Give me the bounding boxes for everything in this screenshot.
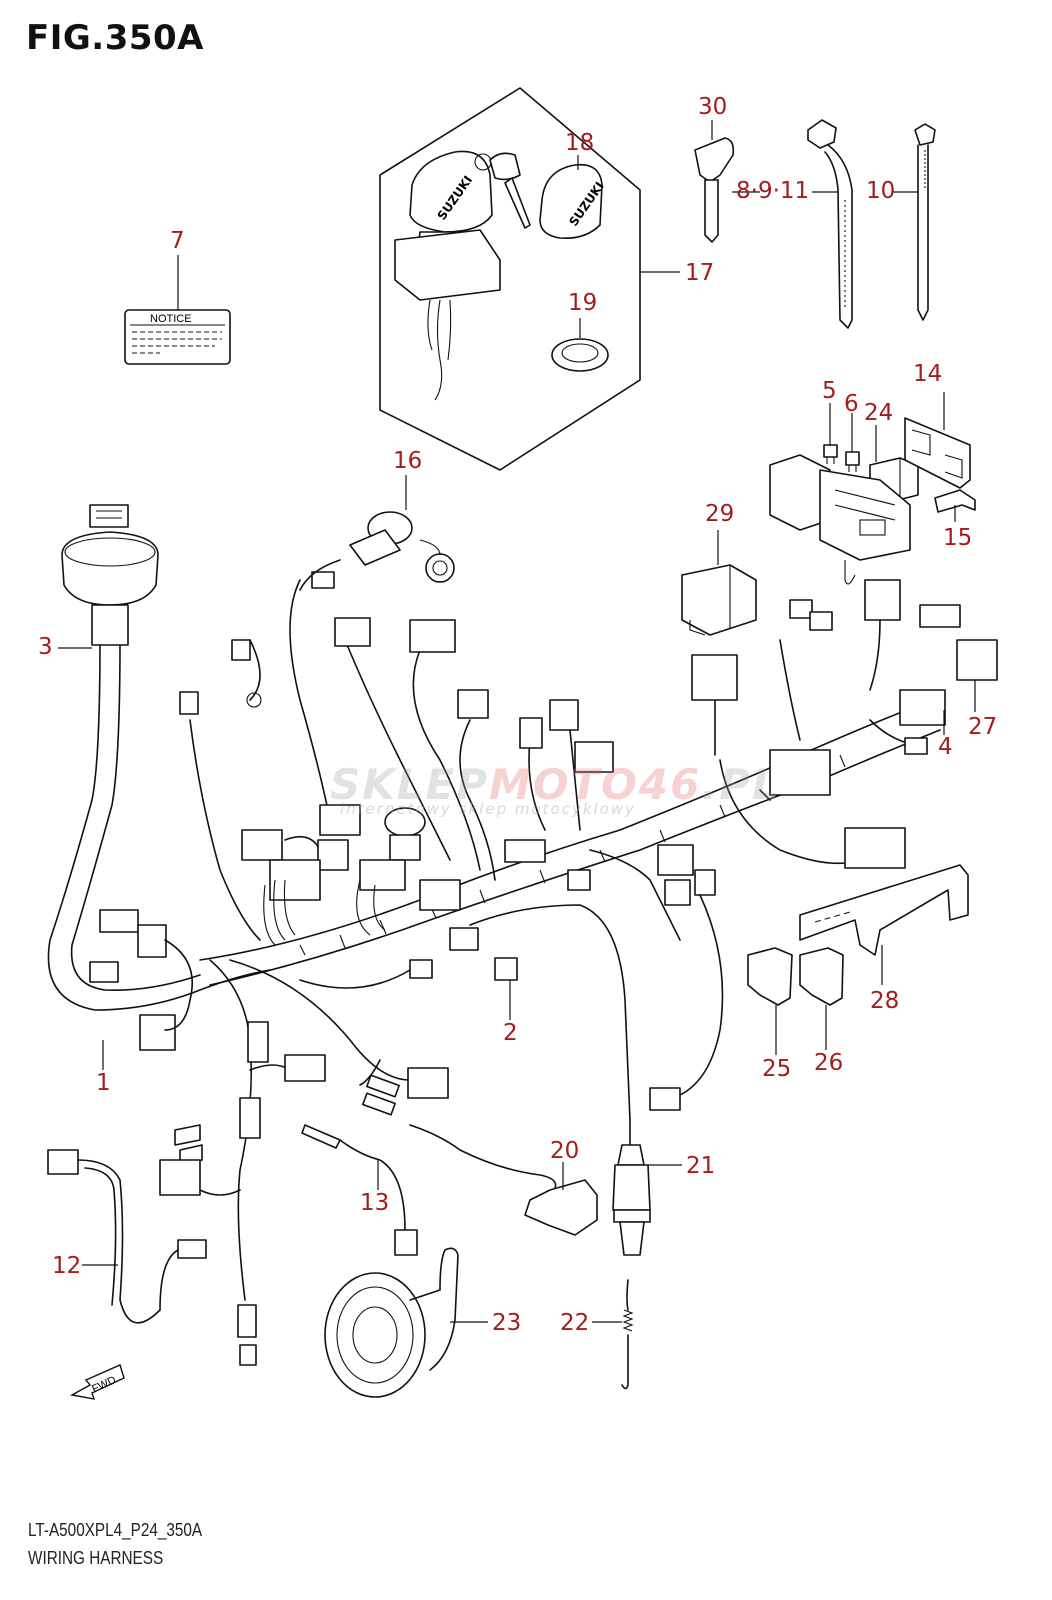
meter-connector-boot xyxy=(58,504,159,649)
figure-code: LT-A500XPL4_P24_350A xyxy=(28,1520,203,1540)
fuse-large xyxy=(845,413,860,472)
cable-clamp xyxy=(807,119,853,329)
callout-26: 26 xyxy=(814,1050,844,1076)
switch-20 xyxy=(409,1124,598,1236)
callout-22: 22 xyxy=(560,1310,590,1336)
callout-20: 20 xyxy=(550,1138,580,1164)
callout-10: 10 xyxy=(866,178,896,204)
figure-name: WIRING HARNESS xyxy=(28,1548,164,1568)
callout-16: 16 xyxy=(393,448,423,474)
callout-23: 23 xyxy=(492,1310,522,1336)
notice-label: NOTICE xyxy=(124,255,231,365)
oxygen-sensor xyxy=(612,1119,682,1256)
callout-1: 1 xyxy=(96,1070,111,1096)
callout-6: 6 xyxy=(844,391,859,417)
watermark-text-b: MOTO46 xyxy=(489,760,702,809)
callout-19: 19 xyxy=(568,290,598,316)
callout-18: 18 xyxy=(565,130,595,156)
callout-13: 13 xyxy=(360,1190,390,1216)
ignition-switch: SUZUKI xyxy=(394,150,501,401)
connector-25 xyxy=(747,947,793,1055)
callout-27: 27 xyxy=(968,714,998,740)
forward-direction-indicator: FWD xyxy=(69,1364,125,1400)
callout-17: 17 xyxy=(685,260,715,286)
fuse-small xyxy=(823,403,838,464)
socket-assembly xyxy=(299,475,455,591)
callout-2: 2 xyxy=(503,1020,518,1046)
callout-12: 12 xyxy=(52,1253,82,1279)
callout-7: 7 xyxy=(170,228,185,254)
callout-28: 28 xyxy=(870,988,900,1014)
clamp-bracket xyxy=(934,489,976,522)
callout-14: 14 xyxy=(913,361,943,387)
callout-21: 21 xyxy=(686,1153,716,1179)
harness-12 xyxy=(47,1149,207,1324)
connector-bracket xyxy=(799,864,969,985)
watermark-text-a: SKLEP xyxy=(330,760,490,809)
callout-4: 4 xyxy=(938,734,953,760)
key xyxy=(694,120,735,243)
callout-3: 3 xyxy=(38,634,53,660)
watermark-subtitle: internetowy sklep motocyklowy xyxy=(340,800,636,818)
watermark-text-c: .PL xyxy=(701,760,781,809)
callout-8-9-11: 8·9·11 xyxy=(736,178,810,204)
spring xyxy=(592,1279,634,1390)
nut-ring xyxy=(551,318,609,372)
ignition-switch-set-box xyxy=(379,87,680,471)
callout-5: 5 xyxy=(822,378,837,404)
switch-lead-13 xyxy=(301,1124,418,1256)
ignition-key-attached xyxy=(474,152,531,229)
notice-text: NOTICE xyxy=(150,313,192,325)
callout-15: 15 xyxy=(943,525,973,551)
figure-title: FIG.350A xyxy=(26,18,204,58)
starter-relay xyxy=(681,530,757,636)
harness-branches xyxy=(89,571,998,1366)
horn xyxy=(324,1247,488,1398)
callout-29: 29 xyxy=(705,501,735,527)
ignition-cap: SUZUKI xyxy=(539,155,607,240)
watermark: SKLEPMOTO46.PL xyxy=(330,760,781,809)
connector-26 xyxy=(799,947,844,1050)
cable-tie xyxy=(892,123,936,321)
callout-25: 25 xyxy=(762,1056,792,1082)
fuse-box xyxy=(769,454,911,585)
callout-24: 24 xyxy=(864,400,894,426)
relay-bracket xyxy=(904,392,971,489)
callout-30: 30 xyxy=(698,94,728,120)
